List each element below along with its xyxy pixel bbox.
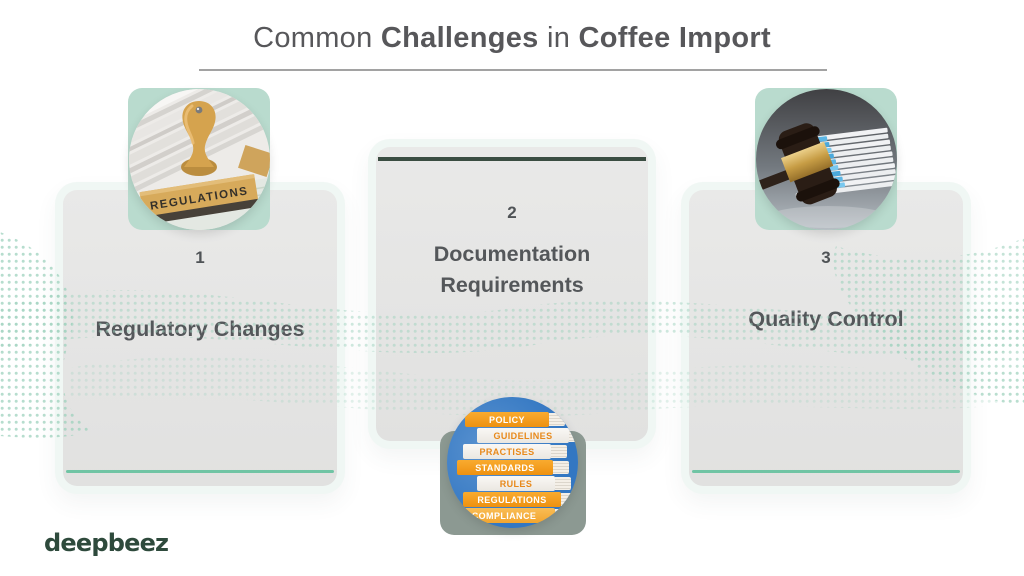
card-accent-line (378, 157, 646, 161)
title-underline (199, 69, 827, 71)
title-word-light: in (546, 22, 571, 54)
card-body: 3 Quality Control (689, 190, 963, 486)
book-spine: POLICY (465, 412, 565, 427)
card-title: Regulatory Changes (95, 317, 305, 341)
book-spine: COMPLIANCE (453, 508, 571, 523)
card-body: 1 Regulatory Changes (63, 190, 337, 486)
title-word-bold: Challenges (380, 22, 539, 54)
book-label: STANDARDS (475, 462, 535, 473)
gavel-illustration (756, 89, 897, 230)
book-label: PRACTISES (479, 446, 535, 457)
book-spine: RULES (477, 476, 571, 491)
title-word-light: Common (253, 22, 373, 54)
policy-books-image: POLICY GUIDELINES PRACTISES STANDARDS RU… (447, 397, 578, 528)
book-spine: REGULATIONS (463, 492, 577, 507)
book-label: POLICY (489, 414, 525, 425)
book-spine: STANDARDS (457, 460, 569, 475)
card-number: 3 (821, 248, 831, 267)
book-label: RULES (499, 478, 533, 489)
book-label: COMPLIANCE (471, 510, 537, 521)
card-number: 1 (195, 248, 205, 267)
page-title: Common Challenges in Coffee Import (0, 22, 1024, 55)
card-title: Quality Control (748, 307, 904, 331)
title-word-bold: Coffee Import (578, 22, 771, 54)
stamp-illustration: REGULATIONS (129, 89, 270, 230)
card-accent-line (66, 470, 334, 473)
regulations-stamp-image: REGULATIONS (129, 89, 270, 230)
book-label: REGULATIONS (477, 494, 547, 505)
book-spine: PRACTISES (463, 444, 567, 459)
gavel-documents-image (756, 89, 897, 230)
book-spine: GUIDELINES (477, 428, 578, 443)
card-number: 2 (507, 203, 517, 222)
book-label: GUIDELINES (493, 430, 553, 441)
card-accent-line (692, 470, 960, 473)
card-title: Documentation Requirements (433, 242, 591, 297)
deepbeez-logo: deepbeez (44, 529, 169, 557)
